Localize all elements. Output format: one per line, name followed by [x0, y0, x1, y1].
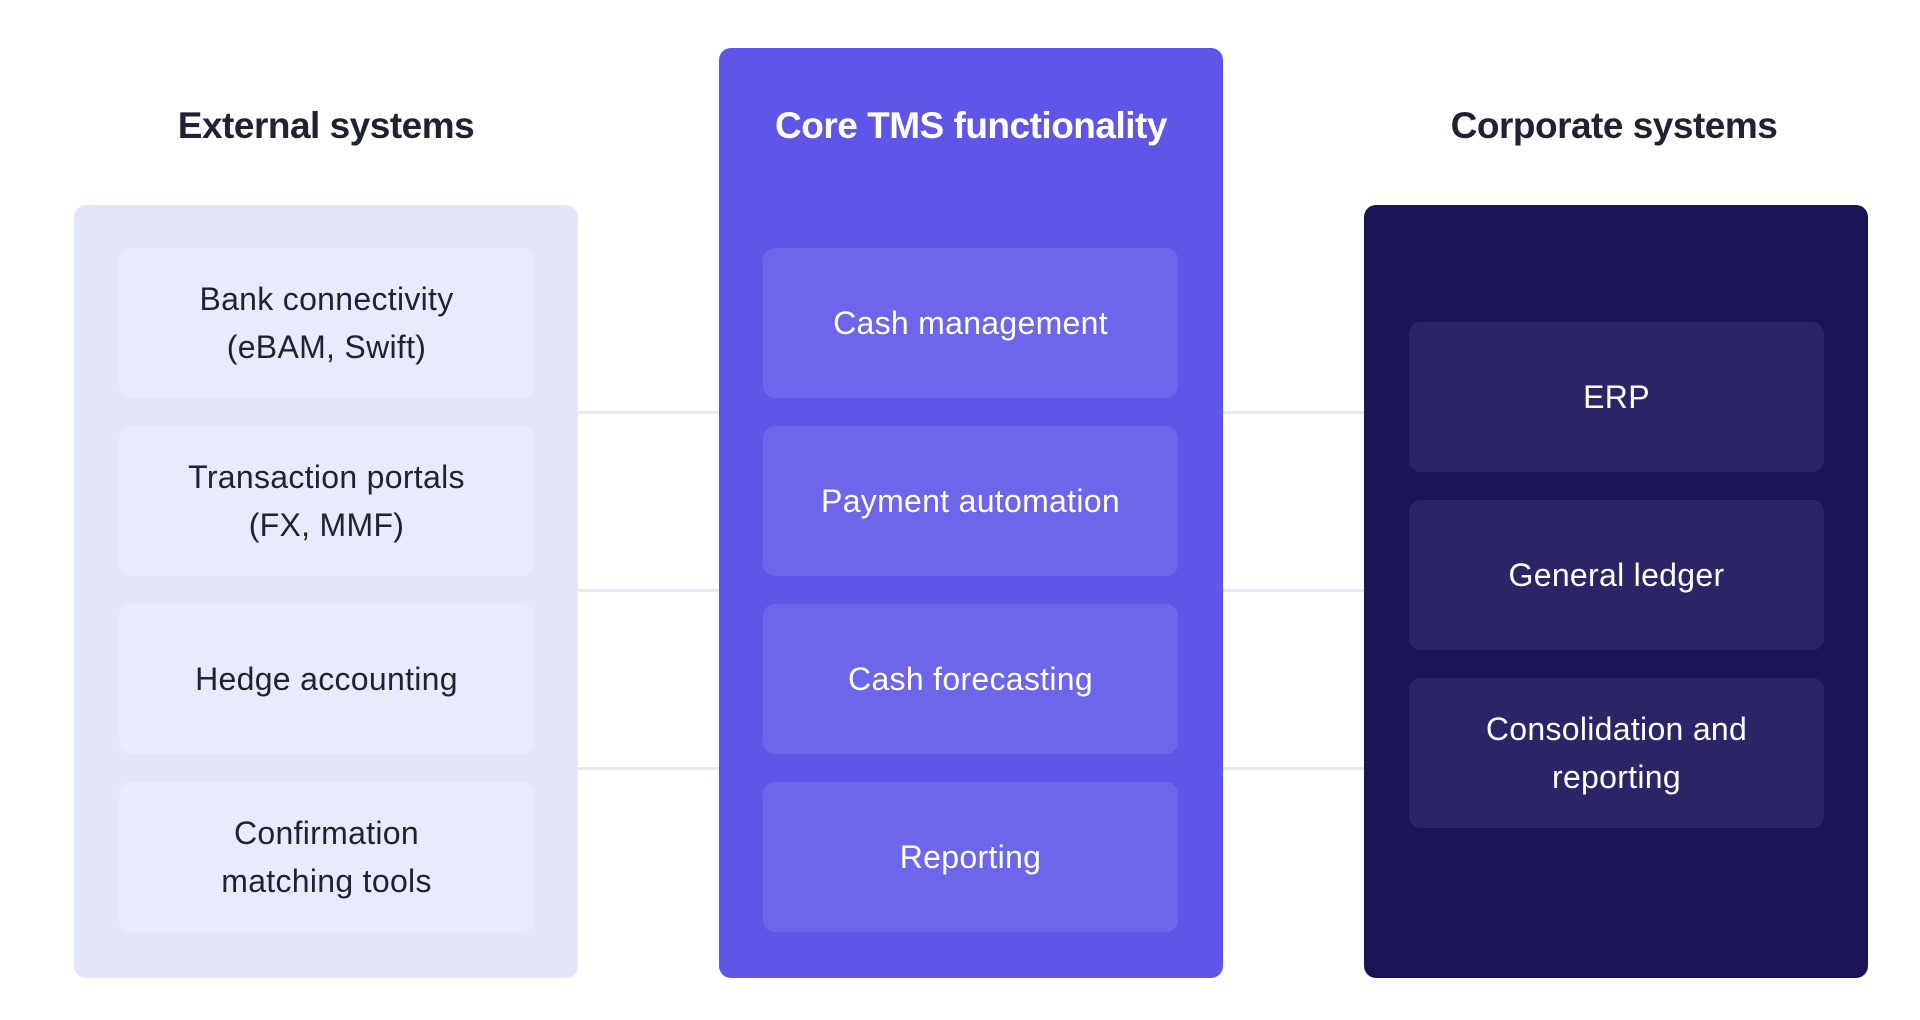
- card-cash-forecasting: Cash forecasting: [763, 604, 1178, 754]
- card-reporting: Reporting: [763, 782, 1178, 932]
- card-erp: ERP: [1409, 322, 1824, 472]
- card-line: Reporting: [899, 839, 1042, 875]
- card-line: General ledger: [1508, 557, 1725, 593]
- card-confirmation-matching: Confirmation matching tools: [119, 782, 534, 932]
- card-bank-connectivity: Bank connectivity (eBAM, Swift): [119, 248, 534, 398]
- connector-left-1: [578, 411, 719, 414]
- connector-left-2: [578, 589, 719, 592]
- connector-right-1: [1223, 411, 1364, 414]
- card-line: Payment automation: [821, 483, 1120, 519]
- connector-right-2: [1223, 589, 1364, 592]
- card-cash-management: Cash management: [763, 248, 1178, 398]
- card-line: Consolidation and: [1485, 711, 1748, 747]
- card-line: Transaction portals: [188, 459, 465, 495]
- card-line: (eBAM, Swift): [226, 329, 427, 365]
- corporate-systems-title: Corporate systems: [1450, 105, 1778, 146]
- card-line: Cash forecasting: [848, 661, 1093, 697]
- connector-right-3: [1223, 767, 1364, 770]
- connector-left-3: [578, 767, 719, 770]
- card-line: Hedge accounting: [195, 661, 458, 697]
- card-consolidation-reporting: Consolidation and reporting: [1409, 678, 1824, 828]
- card-line: Bank connectivity: [199, 281, 454, 317]
- card-hedge-accounting: Hedge accounting: [119, 604, 534, 754]
- card-transaction-portals: Transaction portals (FX, MMF): [119, 426, 534, 576]
- card-line: Cash management: [833, 305, 1108, 341]
- card-general-ledger: General ledger: [1409, 500, 1824, 650]
- card-line: Confirmation: [233, 815, 419, 851]
- external-systems-title: External systems: [177, 105, 475, 146]
- card-line: (FX, MMF): [248, 507, 405, 543]
- card-line: ERP: [1583, 379, 1650, 415]
- card-line: reporting: [1551, 759, 1681, 795]
- card-line: matching tools: [221, 863, 432, 899]
- card-payment-automation: Payment automation: [763, 426, 1178, 576]
- core-tms-title: Core TMS functionality: [775, 105, 1167, 146]
